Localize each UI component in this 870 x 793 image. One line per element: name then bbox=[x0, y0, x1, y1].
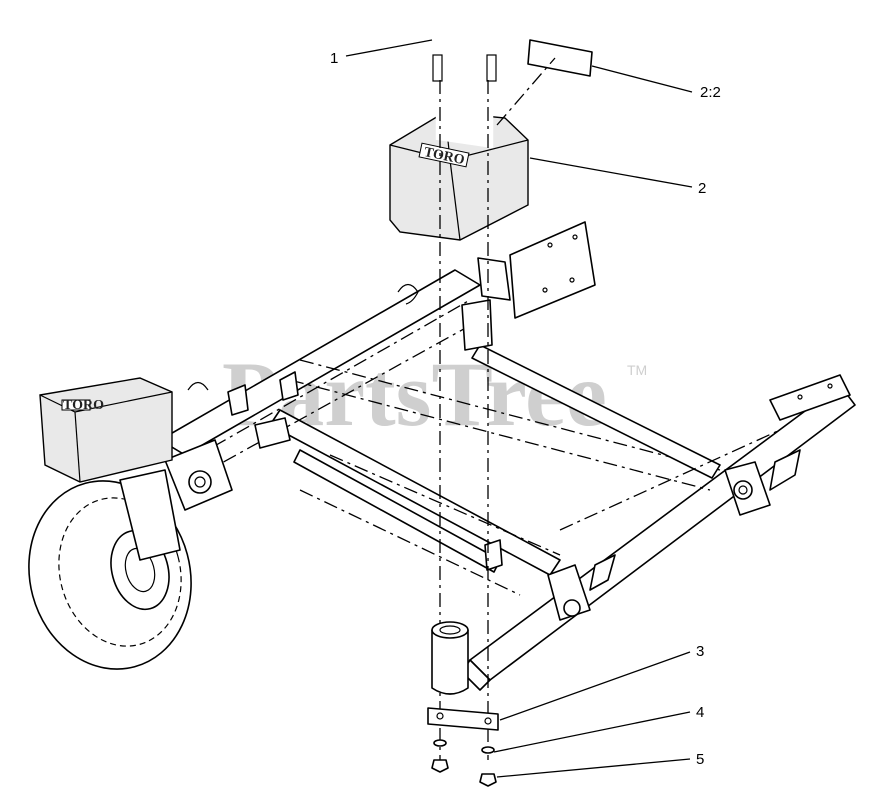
watermark-trademark: TM bbox=[627, 362, 647, 378]
mower-frame bbox=[159, 221, 856, 691]
leader-4 bbox=[493, 711, 691, 753]
washer-left bbox=[433, 739, 447, 747]
callout-3: 3 bbox=[696, 643, 704, 660]
leader-2-2 bbox=[591, 65, 693, 93]
nut-left bbox=[431, 759, 449, 773]
callout-5: 5 bbox=[696, 751, 704, 768]
callout-1: 1 bbox=[330, 50, 338, 67]
plate-part-3 bbox=[427, 707, 499, 731]
brand-mark-left: TORO bbox=[63, 398, 104, 413]
leader-1 bbox=[345, 39, 433, 57]
weight-part-2: TORO bbox=[389, 111, 529, 241]
leader-3 bbox=[499, 651, 691, 721]
spindle-cup bbox=[431, 621, 469, 695]
handle-part-1 bbox=[432, 20, 497, 148]
callout-2-2: 2:2 bbox=[700, 84, 721, 101]
decal-part-2-2 bbox=[527, 39, 593, 77]
leader-5 bbox=[496, 758, 691, 778]
left-wheel-assembly: TORO bbox=[28, 377, 192, 670]
washer-part-4 bbox=[481, 746, 495, 754]
callout-4: 4 bbox=[696, 704, 704, 721]
leader-2 bbox=[529, 157, 693, 188]
callout-2: 2 bbox=[698, 180, 706, 197]
nut-part-5 bbox=[479, 773, 497, 787]
